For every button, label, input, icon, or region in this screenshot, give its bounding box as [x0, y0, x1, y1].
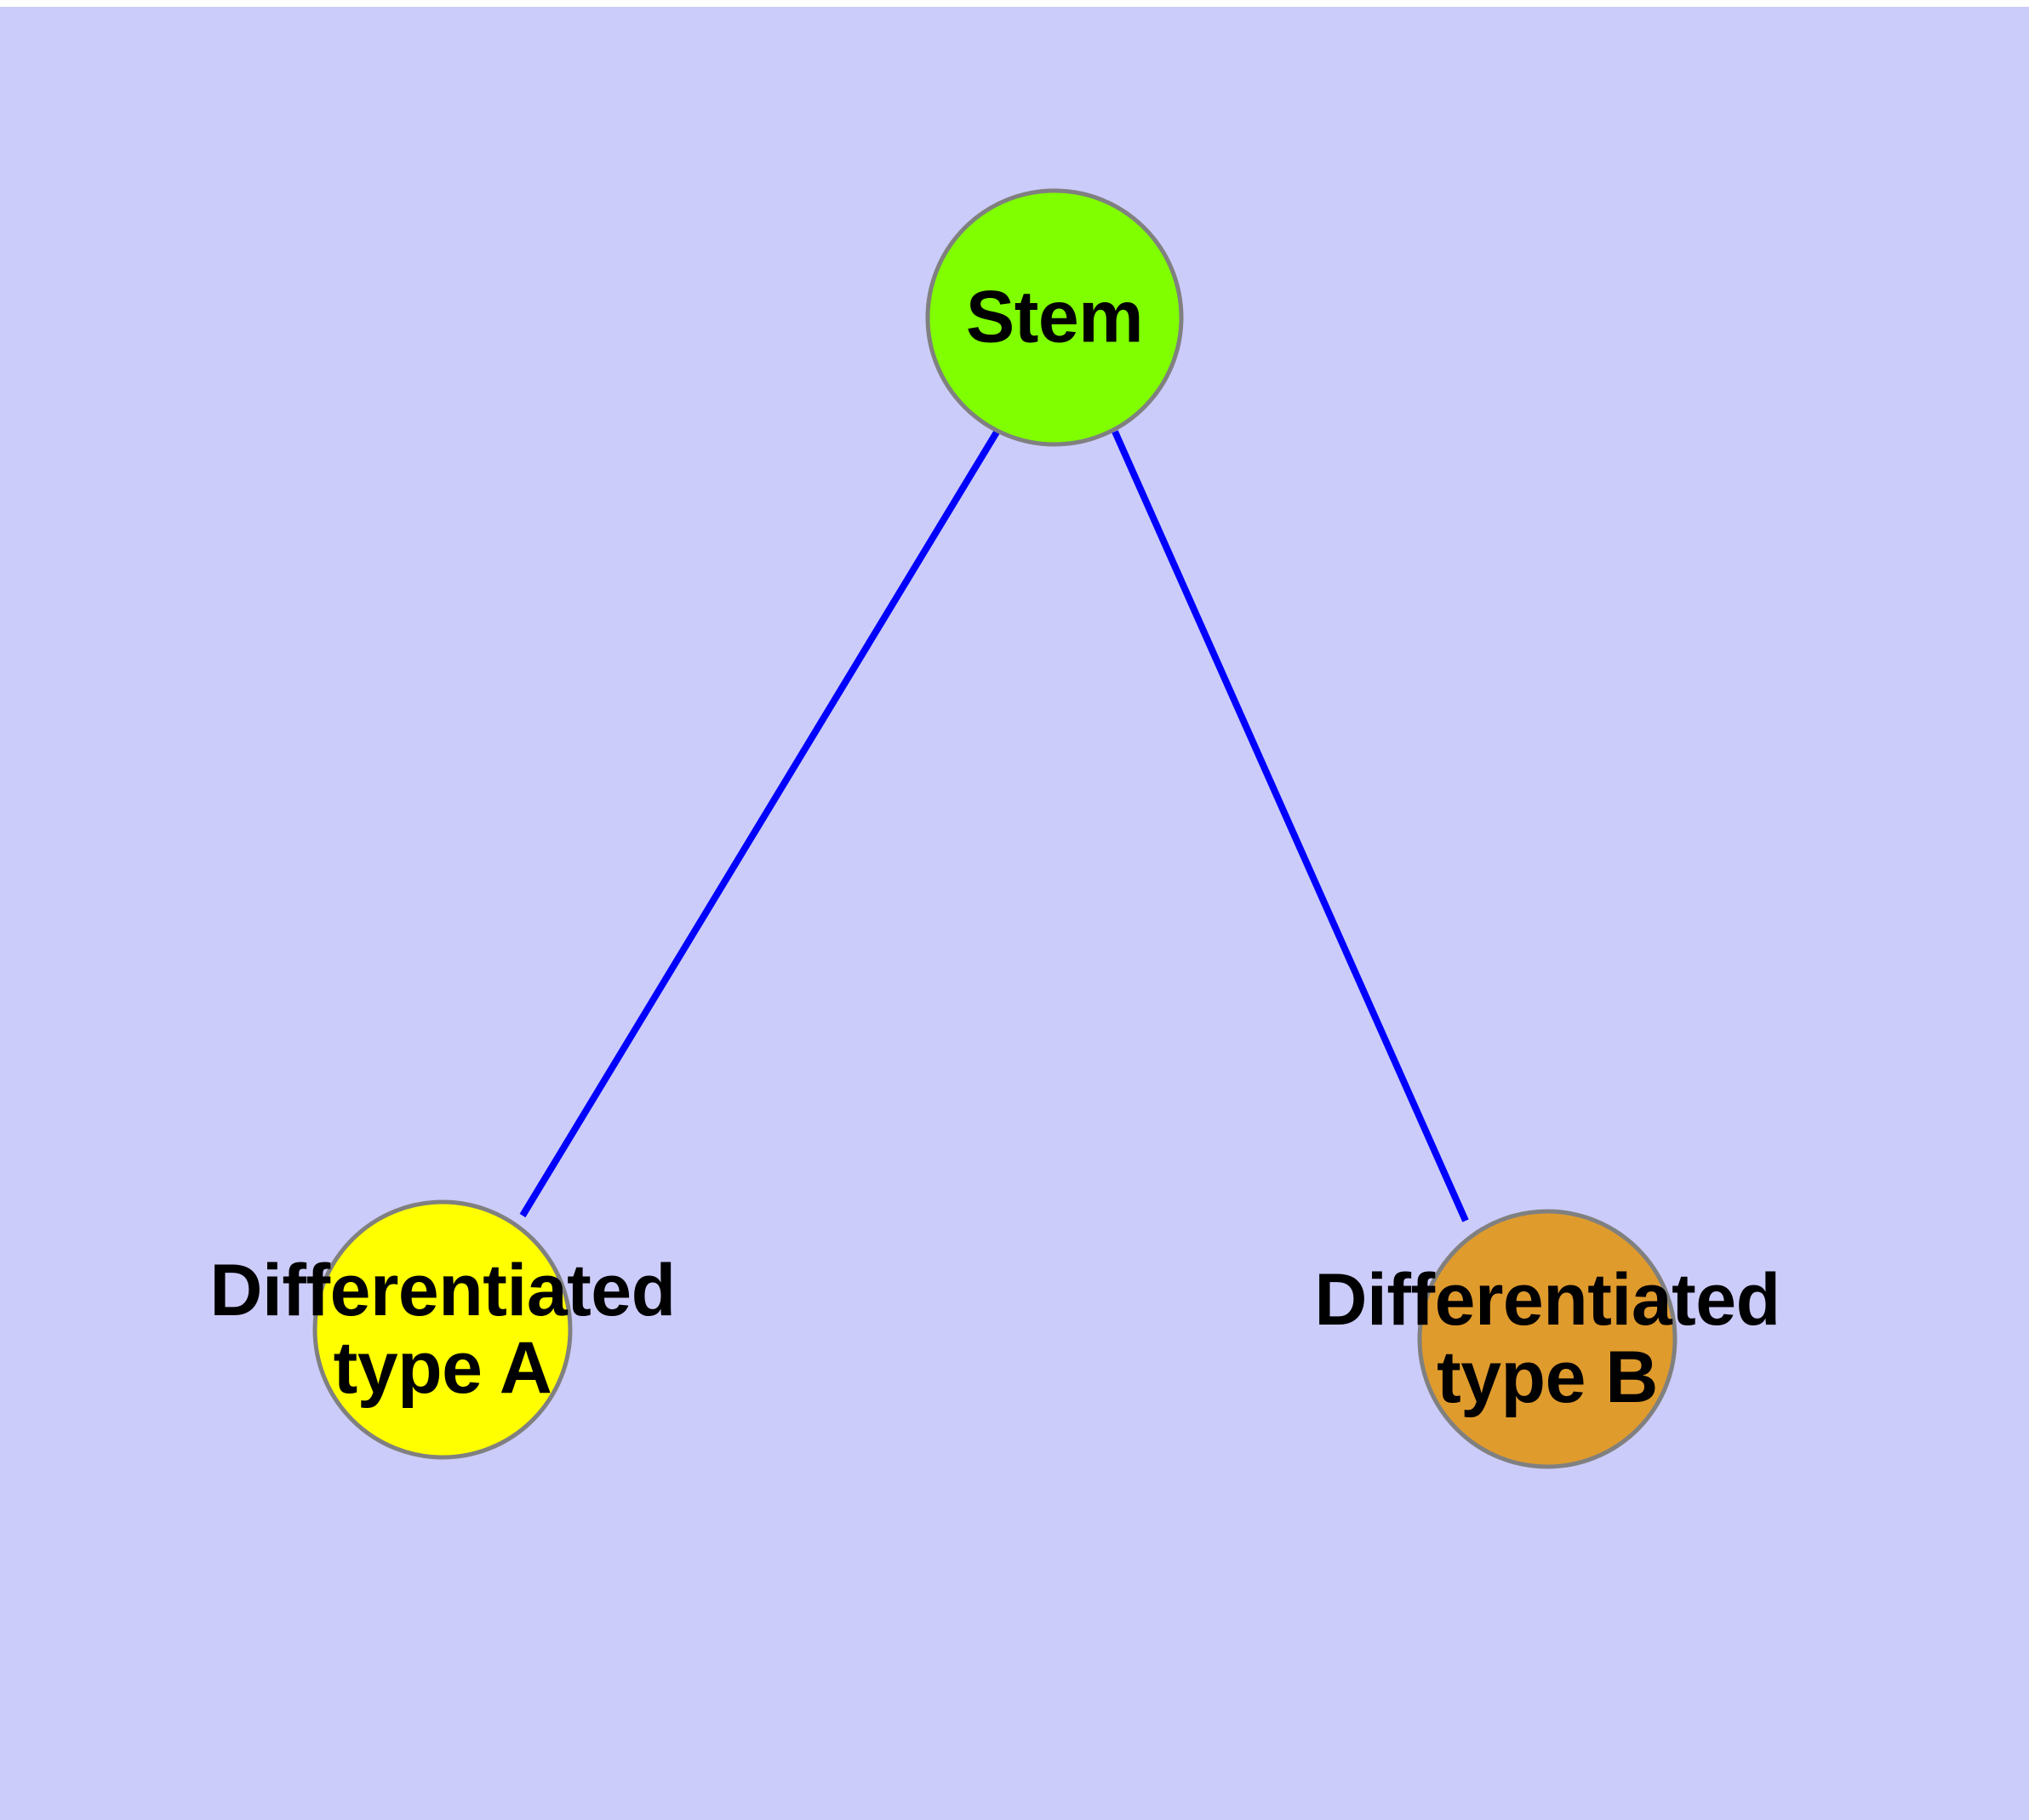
edge-stem-to-diff-b[interactable] [1112, 430, 1469, 1222]
node-diff-a[interactable] [312, 1199, 573, 1460]
edge-stem-to-diff-a[interactable] [519, 428, 1001, 1218]
edge-layer [519, 428, 1469, 1222]
node-diff-b[interactable] [1417, 1209, 1677, 1469]
node-layer [312, 188, 1677, 1469]
node-stem[interactable] [925, 188, 1184, 447]
